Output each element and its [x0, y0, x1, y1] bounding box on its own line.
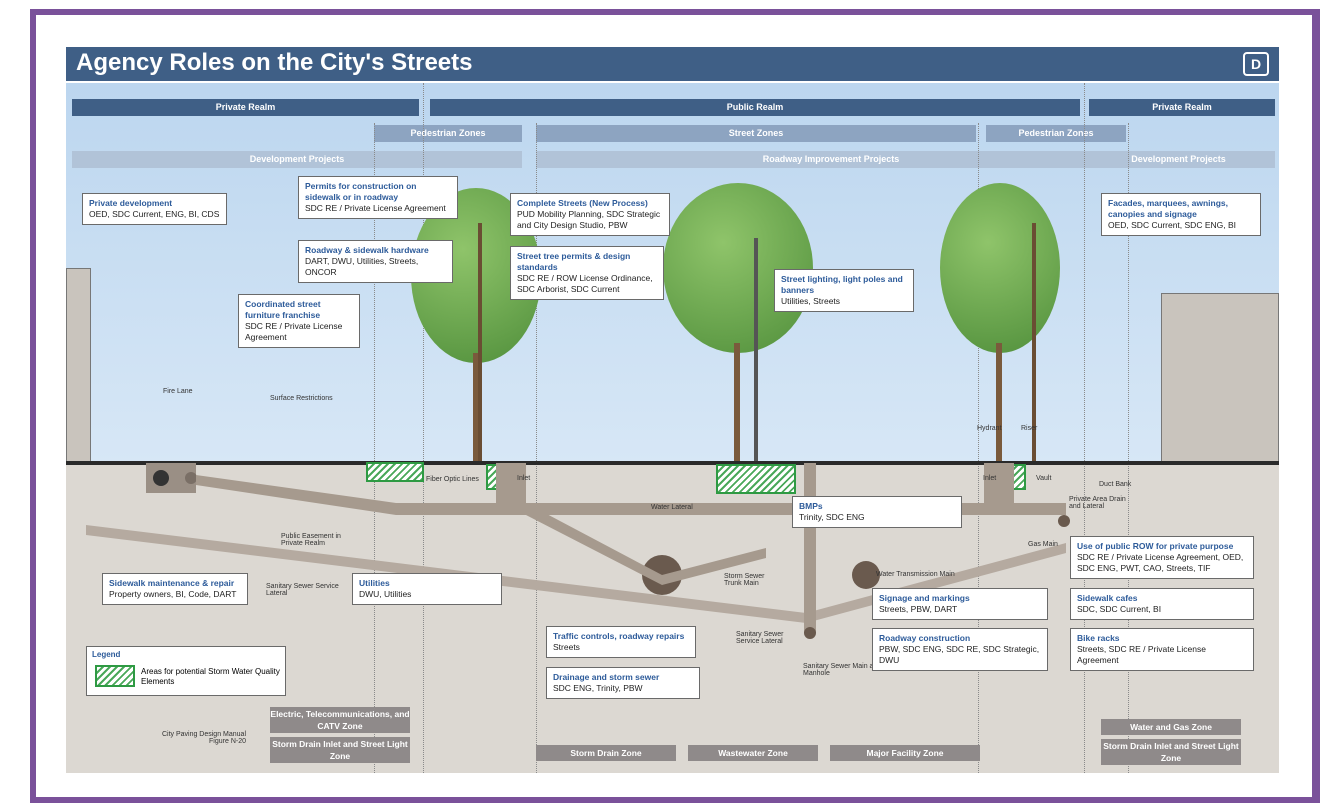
callout-public-row: Use of public ROW for private purpose SD… — [1070, 536, 1254, 579]
callout-traffic: Traffic controls, roadway repairs Street… — [546, 626, 696, 658]
callout-facades: Facades, marquees, awnings, canopies and… — [1101, 193, 1261, 236]
zone-storm-light-right: Storm Drain Inlet and Street Light Zone — [1101, 739, 1241, 765]
utility-pole — [478, 223, 482, 463]
zone-wastewater: Wastewater Zone — [688, 745, 818, 761]
divider-line — [1128, 123, 1129, 773]
callout-bike-racks: Bike racks Streets, SDC RE / Private Lic… — [1070, 628, 1254, 671]
label-vault: Vault — [1036, 475, 1052, 482]
divider-line — [423, 83, 424, 773]
zone-electric: Electric, Telecommunications, and CATV Z… — [270, 707, 410, 733]
street-light-pole — [754, 238, 758, 463]
legend: Legend Areas for potential Storm Water Q… — [86, 646, 286, 696]
project-roadway: Roadway Improvement Projects — [536, 151, 1126, 168]
label-inlet-right: Inlet — [983, 475, 997, 482]
callout-sidewalk-maintenance: Sidewalk maintenance & repair Property o… — [102, 573, 248, 605]
realm-private-right: Private Realm — [1089, 99, 1275, 116]
label-riser: Riser — [1021, 425, 1038, 432]
callout-hardware: Roadway & sidewalk hardware DART, DWU, U… — [298, 240, 453, 283]
label-fire-lane: Fire Lane — [163, 388, 193, 395]
zone-water-gas: Water and Gas Zone — [1101, 719, 1241, 735]
legend-text: Areas for potential Storm Water Quality … — [141, 667, 280, 686]
callout-drainage: Drainage and storm sewer SDC ENG, Trinit… — [546, 667, 700, 699]
storm-water-area — [366, 462, 424, 482]
storm-water-area — [716, 464, 796, 494]
callout-cafes: Sidewalk cafes SDC, SDC Current, BI — [1070, 588, 1254, 620]
tree-trunk — [734, 343, 740, 463]
label-surface-restrictions: Surface Restrictions — [270, 395, 333, 402]
label-inlet-left: Inlet — [517, 475, 531, 482]
divider-line — [536, 123, 537, 773]
tree-icon — [663, 183, 813, 353]
label-hydrant: Hydrant — [977, 425, 1002, 432]
city-logo-icon: D — [1243, 52, 1269, 76]
label-public-easement: Public Easement in Private Realm — [281, 533, 341, 547]
zone-pedestrian-left: Pedestrian Zones — [374, 125, 522, 142]
callout-utilities: Utilities DWU, Utilities — [352, 573, 502, 605]
label-private-drain: Private Area Drain and Lateral — [1069, 496, 1126, 510]
callout-furniture: Coordinated street furniture franchise S… — [238, 294, 360, 348]
callout-signage: Signage and markings Streets, PBW, DART — [872, 588, 1048, 620]
divider-line — [374, 123, 375, 773]
page-title: Agency Roles on the City's Streets — [76, 49, 473, 76]
divider-line — [978, 123, 979, 773]
callout-bmps: BMPs Trinity, SDC ENG — [792, 496, 962, 528]
label-sanitary-main: Sanitary Sewer Main and Manhole — [803, 663, 882, 677]
label-water-lateral: Water Lateral — [651, 504, 693, 511]
realm-private-left: Private Realm — [72, 99, 419, 116]
zone-storm-drain: Storm Drain Zone — [536, 745, 676, 761]
tree-icon — [940, 183, 1060, 353]
utility-pole — [1032, 223, 1036, 463]
callout-tree-permits: Street tree permits & design standards S… — [510, 246, 664, 300]
zone-street: Street Zones — [536, 125, 976, 142]
tree-trunk — [996, 343, 1002, 463]
frame-bottom — [30, 797, 1320, 803]
label-water-transmission: Water Transmission Main — [876, 571, 955, 578]
frame-right — [1312, 9, 1320, 799]
callout-roadway-construction: Roadway construction PBW, SDC ENG, SDC R… — [872, 628, 1048, 671]
zone-storm-light-left: Storm Drain Inlet and Street Light Zone — [270, 737, 410, 763]
label-fiber: Fiber Optic Lines — [426, 476, 479, 483]
divider-line — [1084, 83, 1085, 773]
callout-private-dev: Private development OED, SDC Current, EN… — [82, 193, 227, 225]
label-sanitary-lateral-2: Sanitary Sewer Service Lateral — [736, 631, 784, 645]
street-surface — [66, 461, 1279, 465]
frame-left — [30, 9, 36, 799]
label-duct-bank: Duct Bank — [1099, 481, 1132, 488]
label-sanitary-lateral: Sanitary Sewer Service Lateral — [266, 583, 339, 597]
project-development-right: Development Projects — [1082, 151, 1275, 168]
tree-trunk — [473, 353, 479, 463]
building-left — [66, 268, 91, 463]
building-right — [1161, 293, 1279, 463]
legend-swatch-icon — [95, 665, 135, 687]
callout-permits: Permits for construction on sidewalk or … — [298, 176, 458, 219]
street-cross-section: Private Realm Public Realm Private Realm… — [66, 83, 1279, 773]
title-bar: Agency Roles on the City's Streets D — [66, 47, 1279, 81]
zone-pedestrian-right: Pedestrian Zones — [986, 125, 1126, 142]
label-gas-main: Gas Main — [1028, 541, 1058, 548]
label-paving: City Paving Design Manual Figure N-20 — [161, 731, 246, 745]
label-storm-trunk: Storm Sewer Trunk Main — [724, 573, 765, 587]
callout-complete-streets: Complete Streets (New Process) PUD Mobil… — [510, 193, 670, 236]
frame-top — [30, 9, 1312, 15]
callout-lighting: Street lighting, light poles and banners… — [774, 269, 914, 312]
legend-heading: Legend — [92, 650, 121, 659]
realm-public: Public Realm — [430, 99, 1080, 116]
project-development-left: Development Projects — [72, 151, 522, 168]
zone-major-facility: Major Facility Zone — [830, 745, 980, 761]
